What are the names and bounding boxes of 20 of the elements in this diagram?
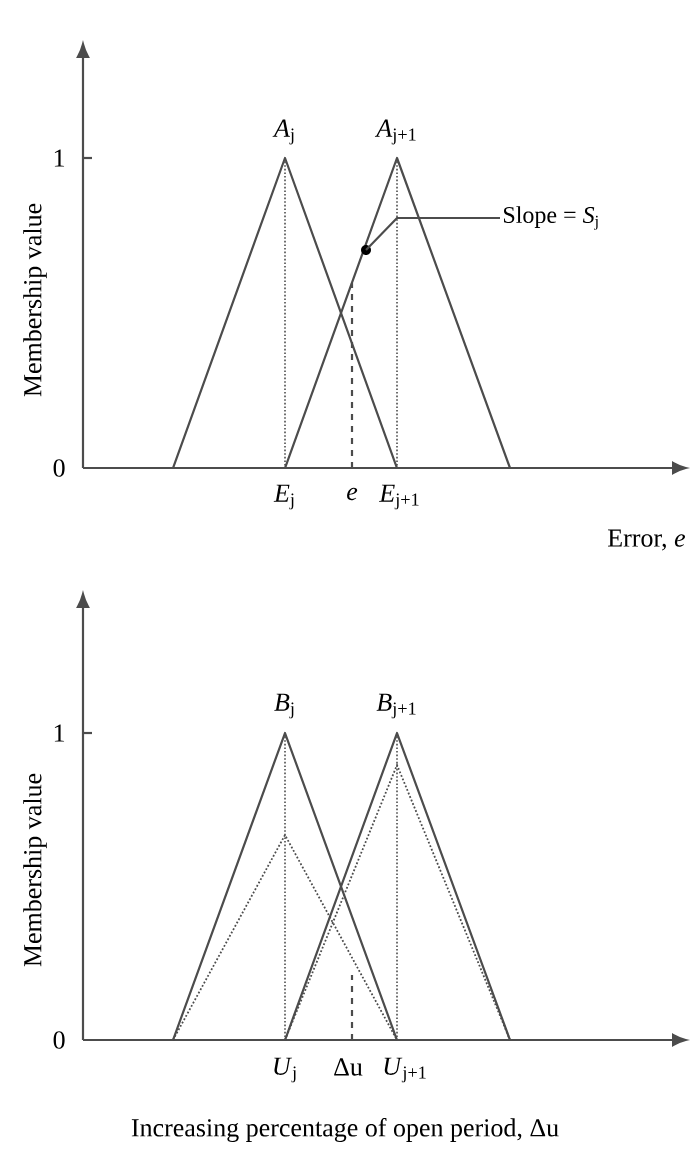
leader-line	[365, 216, 500, 251]
curve-label: A$_{j}$	[272, 119, 294, 145]
tick-label: 1	[54, 724, 65, 742]
tick-label: E$_{j}$	[273, 484, 294, 510]
tick-label: U$_{j+1}$	[384, 1057, 426, 1083]
axis-title: Increasing percentage of open period, Δu	[131, 1118, 559, 1142]
axis-title: Membership value	[23, 773, 47, 967]
tick-label: 1	[54, 149, 65, 167]
axis-title: Error, e	[608, 529, 685, 551]
tick-label: 0	[53, 1031, 65, 1049]
axis-title: Membership value	[23, 203, 47, 397]
curve-label: B$_{j+1}$	[376, 693, 416, 719]
tick-label: Δu	[334, 1058, 363, 1076]
tick-label: 0	[53, 459, 65, 477]
curve-label: B$_{j}$	[274, 693, 294, 719]
curve-label: A$_{j+1}$	[374, 119, 416, 145]
slope-label: Slope = S$_{j}$	[504, 206, 598, 230]
tick-label: e	[347, 487, 358, 501]
tick-label: E$_{j+1}$	[379, 484, 419, 510]
tick-label: U$_{j}$	[274, 1057, 296, 1083]
